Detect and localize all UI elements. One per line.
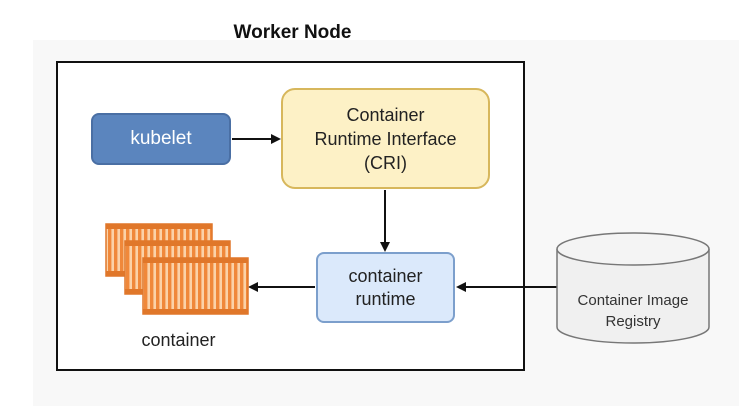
- cri-label-line3: (CRI): [364, 152, 407, 173]
- container-image-registry[interactable]: Container Image Registry: [557, 290, 709, 332]
- runtime-label-line1: container: [348, 265, 423, 286]
- registry-label-line1: Container Image: [577, 292, 689, 309]
- database-cylinder-icon: [556, 232, 710, 344]
- diagram-title: Worker Node: [233, 22, 352, 43]
- container-stack-icon: [105, 223, 249, 315]
- cri-box[interactable]: Container Runtime Interface (CRI): [281, 88, 490, 189]
- container-runtime-box[interactable]: container runtime: [316, 252, 455, 323]
- registry-label-line2: Registry: [605, 313, 661, 330]
- cri-label-line1: Container: [346, 104, 425, 125]
- kubelet-label: kubelet: [130, 128, 192, 149]
- container-label: container: [141, 330, 216, 350]
- kubelet-box[interactable]: kubelet: [91, 113, 231, 165]
- container-crate-front: [142, 257, 249, 315]
- cri-label-line2: Runtime Interface: [314, 128, 457, 149]
- runtime-label-line2: runtime: [355, 288, 416, 309]
